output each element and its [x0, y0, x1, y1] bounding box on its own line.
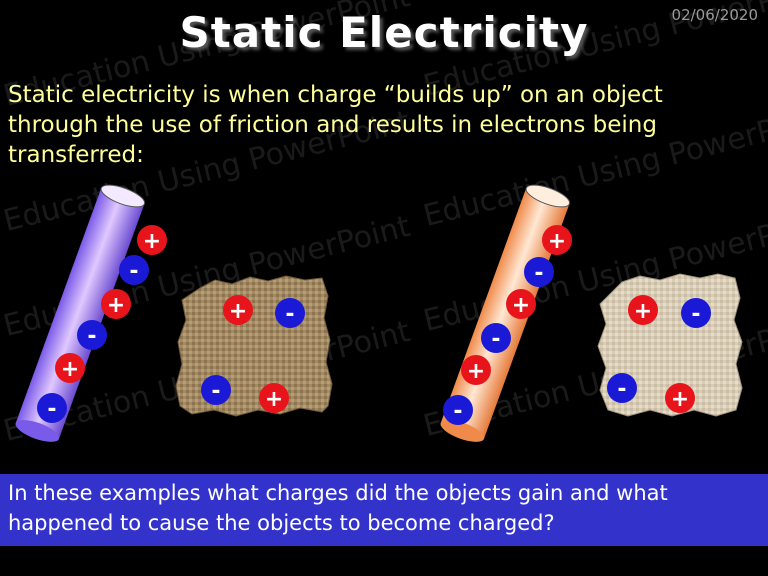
- svg-text:+: +: [634, 299, 652, 324]
- slide-date: 02/06/2020: [671, 6, 758, 24]
- positive-charge: +: [259, 383, 289, 413]
- question-text: In these examples what charges did the o…: [8, 481, 668, 535]
- intro-text: Static electricity is when charge “build…: [8, 82, 663, 168]
- svg-text:+: +: [265, 387, 283, 412]
- negative-charge: -: [37, 393, 67, 423]
- positive-charge: +: [101, 289, 131, 319]
- svg-text:-: -: [691, 302, 700, 327]
- svg-text:-: -: [534, 261, 543, 286]
- svg-text:+: +: [467, 359, 485, 384]
- negative-charge: -: [119, 255, 149, 285]
- svg-text:+: +: [61, 357, 79, 382]
- svg-text:-: -: [211, 379, 220, 404]
- negative-charge: -: [681, 298, 711, 328]
- svg-text:-: -: [87, 324, 96, 349]
- svg-text:-: -: [453, 399, 462, 424]
- positive-charge: +: [665, 383, 695, 413]
- svg-text:+: +: [548, 229, 566, 254]
- negative-charge: -: [481, 323, 511, 353]
- svg-text:-: -: [491, 327, 500, 352]
- positive-charge: +: [542, 225, 572, 255]
- negative-charge: -: [201, 375, 231, 405]
- cloth-left: [175, 275, 333, 417]
- svg-text:-: -: [617, 377, 626, 402]
- svg-text:+: +: [229, 299, 247, 324]
- svg-text:-: -: [47, 397, 56, 422]
- positive-charge: +: [137, 225, 167, 255]
- slide-title: Static Electricity: [179, 8, 589, 57]
- positive-charge: +: [506, 289, 536, 319]
- rod-left: [15, 184, 146, 442]
- positive-charge: +: [55, 353, 85, 383]
- svg-text:+: +: [107, 293, 125, 318]
- positive-charge: +: [628, 295, 658, 325]
- positive-charge: +: [223, 295, 253, 325]
- negative-charge: -: [607, 373, 637, 403]
- negative-charge: -: [524, 257, 554, 287]
- negative-charge: -: [443, 395, 473, 425]
- negative-charge: -: [77, 320, 107, 350]
- svg-text:-: -: [285, 302, 294, 327]
- svg-text:+: +: [512, 293, 530, 318]
- negative-charge: -: [275, 298, 305, 328]
- svg-text:+: +: [143, 229, 161, 254]
- svg-text:-: -: [129, 259, 138, 284]
- svg-text:+: +: [671, 387, 689, 412]
- positive-charge: +: [461, 355, 491, 385]
- question-band: In these examples what charges did the o…: [0, 474, 768, 546]
